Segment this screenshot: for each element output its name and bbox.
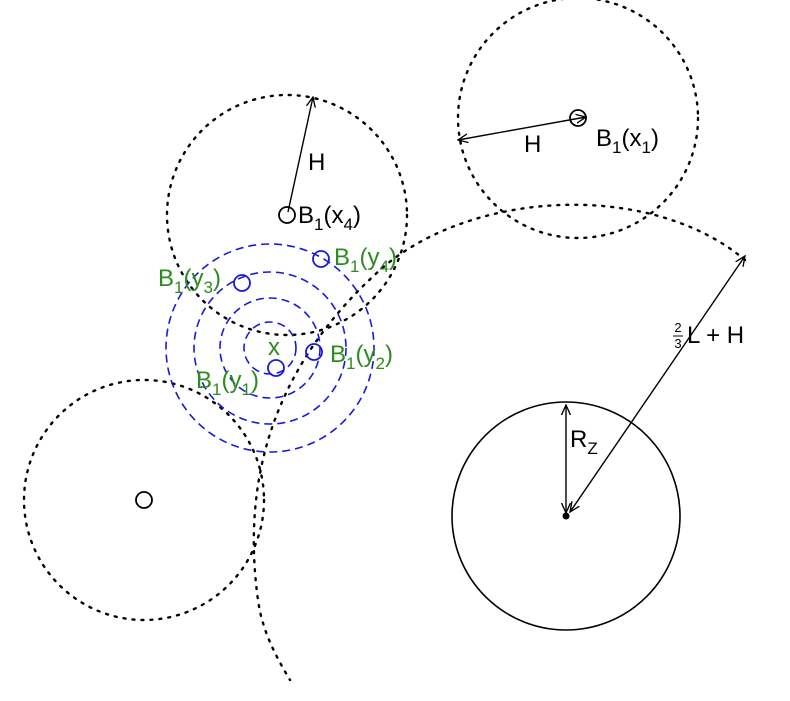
fraction-denominator: 3 — [674, 336, 681, 351]
radius-two-thirds-l-plus-h-arrow — [570, 256, 745, 512]
blue-dashed-circle-4 — [165, 243, 375, 453]
label-x: x — [268, 334, 280, 361]
point-y1-circle — [267, 359, 285, 377]
point-x4-circle — [278, 206, 296, 224]
radius-h-arrow-top — [287, 97, 313, 213]
label-h-top: H — [308, 149, 325, 176]
point-bottom-left-circle — [135, 491, 153, 509]
label-b1-x4: B1(x4) — [298, 202, 361, 234]
blue-dashed-circle-3 — [193, 271, 347, 425]
fraction-numerator: 2 — [674, 320, 681, 335]
label-b1-y2: B1(y2) — [330, 341, 393, 373]
solid-circle-rz — [451, 401, 681, 631]
radius-h-arrow-right — [458, 117, 586, 140]
label-b1-y4: B1(y4) — [334, 244, 397, 276]
ball-x4-dotted-circle — [165, 93, 409, 337]
point-y3-circle — [233, 274, 251, 292]
label-b1-x1: B1(x1) — [596, 125, 659, 157]
label-h-right: H — [524, 131, 541, 158]
label-rz: RZ — [570, 426, 598, 458]
label-b1-y1: B1(y1) — [196, 367, 259, 399]
solid-circle-center-dot — [562, 512, 570, 520]
large-dotted-arc — [252, 203, 747, 682]
label-b1-y3: B1(y3) — [158, 265, 221, 297]
ball-bottom-left-dotted-circle — [22, 378, 266, 622]
radius-rest-text: L + H — [687, 322, 744, 349]
point-y2-circle — [305, 343, 323, 361]
point-y4-circle — [312, 250, 330, 268]
label-two-thirds-l-plus-h: 2 3 L + H — [673, 320, 744, 351]
